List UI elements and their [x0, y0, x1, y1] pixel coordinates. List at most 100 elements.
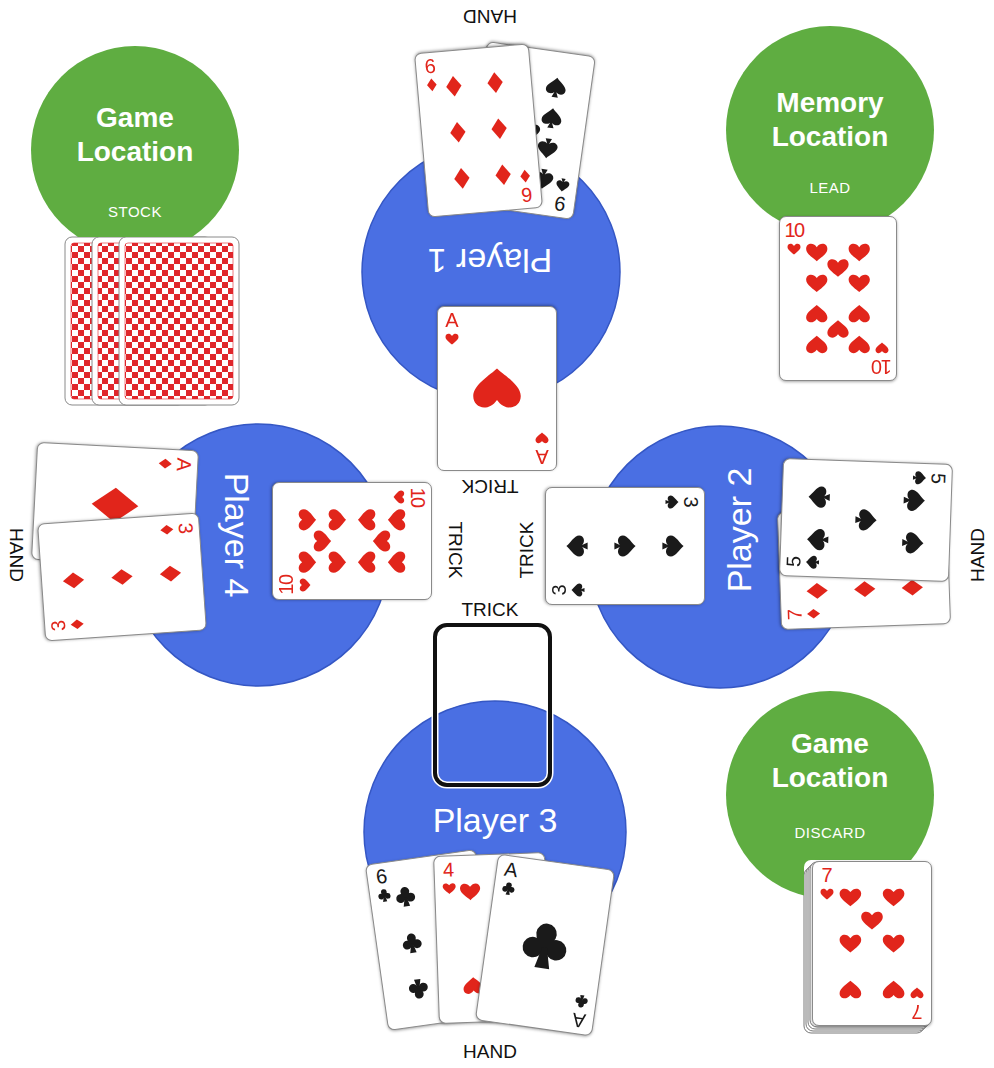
- playing-card: AA: [437, 306, 557, 471]
- zone-label-holder: TRICK: [462, 600, 519, 621]
- zone-label-holder: HAND: [968, 528, 989, 582]
- suit-pip: [160, 525, 174, 536]
- suit-pip-part: [666, 496, 679, 509]
- playing-card: 33: [37, 512, 207, 641]
- suit-pip: [445, 75, 462, 97]
- suit-pip: [158, 458, 171, 468]
- corner-index: A: [565, 1009, 594, 1032]
- suit-pip-part: [806, 274, 827, 291]
- suit-pip: [566, 535, 587, 556]
- zone-circle: Memory LocationLEAD: [725, 25, 935, 235]
- suit-pip: [388, 509, 405, 530]
- corner-index: A: [439, 310, 465, 330]
- suit-pip: [486, 71, 503, 93]
- suit-pip-part: [883, 934, 905, 952]
- suit-pip-part: [159, 565, 181, 582]
- suit-pip-part: [807, 529, 829, 551]
- suit-pip: [901, 579, 923, 595]
- suit-pip-part: [446, 333, 459, 344]
- corner-index: 6: [512, 183, 540, 205]
- suit-pip-part: [300, 579, 311, 592]
- suit-pip-part: [519, 169, 530, 183]
- zone-label-holder: TRICK: [445, 522, 466, 579]
- playing-card: 1010: [779, 216, 897, 381]
- suit-pip-part: [536, 432, 549, 443]
- text-holder: Player 1: [428, 240, 553, 279]
- suit-pip-part: [494, 163, 511, 185]
- zone-label-holder: TRICK: [462, 476, 519, 497]
- zone-label-holder: HAND: [463, 1042, 517, 1063]
- suit-pip: [426, 77, 437, 91]
- suit-pip: [849, 274, 870, 291]
- suit-pip-part: [414, 979, 422, 989]
- suit-pip-part: [358, 509, 375, 530]
- suit-pip-part: [903, 489, 925, 511]
- corner-index: 4: [435, 859, 462, 880]
- suit-pip-part: [806, 335, 827, 352]
- zone-label: TRICK: [517, 522, 538, 579]
- suit-pip-part: [883, 980, 905, 998]
- suit-pip: [788, 243, 801, 254]
- suit-pip-part: [388, 552, 405, 573]
- suit-pip-part: [388, 509, 405, 530]
- suit-pip-part: [827, 259, 848, 276]
- suit-pip-part: [314, 530, 331, 551]
- suit-pip-part: [62, 572, 84, 589]
- suit-pip-part: [449, 121, 466, 143]
- corner-index: A: [174, 451, 195, 478]
- suit-pip-part: [662, 535, 683, 556]
- suit-pip: [572, 584, 585, 597]
- location-title: Memory Location: [740, 86, 920, 154]
- suit-pip-part: [555, 177, 570, 192]
- corner-index: A: [529, 447, 555, 467]
- circle-fill: [726, 26, 934, 234]
- suit-pip-part: [840, 888, 862, 906]
- suit-pip-part: [849, 274, 870, 291]
- playing-card: 77: [812, 861, 932, 1026]
- location-subtitle: STOCK: [108, 203, 162, 220]
- text-holder: Memory Location: [740, 86, 920, 154]
- suit-pip: [883, 934, 905, 952]
- suit-pip-part: [409, 943, 417, 953]
- corner-index: 3: [47, 612, 69, 639]
- card-rank: A: [529, 447, 555, 467]
- suit-pip-part: [913, 471, 926, 484]
- suit-pip-part: [402, 897, 410, 907]
- suit-pip: [806, 583, 828, 599]
- suit-pip-part: [854, 581, 876, 597]
- corner-index: 3: [549, 577, 569, 603]
- suit-pip: [377, 888, 391, 902]
- suit-pip: [314, 530, 331, 551]
- card-rank: 7: [814, 865, 840, 885]
- text-holder: LEAD: [809, 179, 850, 196]
- suit-pip-part: [329, 552, 346, 573]
- corner-index: 10: [408, 484, 428, 510]
- card-rank: 3: [681, 489, 701, 515]
- suit-pip: [806, 274, 827, 291]
- suit-pip-part: [806, 243, 827, 260]
- suit-pip-part: [460, 883, 481, 900]
- suit-pip: [555, 177, 570, 192]
- text-holder: Game Location: [740, 727, 920, 795]
- suit-pip: [903, 489, 925, 511]
- suit-pip: [808, 486, 830, 508]
- suit-pip: [807, 609, 820, 619]
- card-rank: A: [174, 451, 195, 478]
- playing-card: 1010: [272, 482, 432, 600]
- text-holder: DISCARD: [794, 824, 865, 841]
- suit-pip-part: [160, 525, 174, 536]
- location-subtitle: DISCARD: [794, 824, 865, 841]
- corner-index: 10: [869, 357, 895, 377]
- suit-pip: [849, 243, 870, 260]
- suit-pip: [849, 335, 870, 352]
- suit-pip-part: [902, 532, 924, 554]
- stock-pile: [65, 237, 239, 405]
- zone-label: HAND: [968, 528, 989, 582]
- suit-pip: [329, 509, 346, 530]
- card-rank: A: [497, 858, 526, 881]
- suit-pip-part: [614, 535, 635, 556]
- suit-pip-part: [911, 987, 924, 998]
- suit-pip: [358, 509, 375, 530]
- suit-pip: [902, 532, 924, 554]
- suit-pip-part: [840, 980, 862, 998]
